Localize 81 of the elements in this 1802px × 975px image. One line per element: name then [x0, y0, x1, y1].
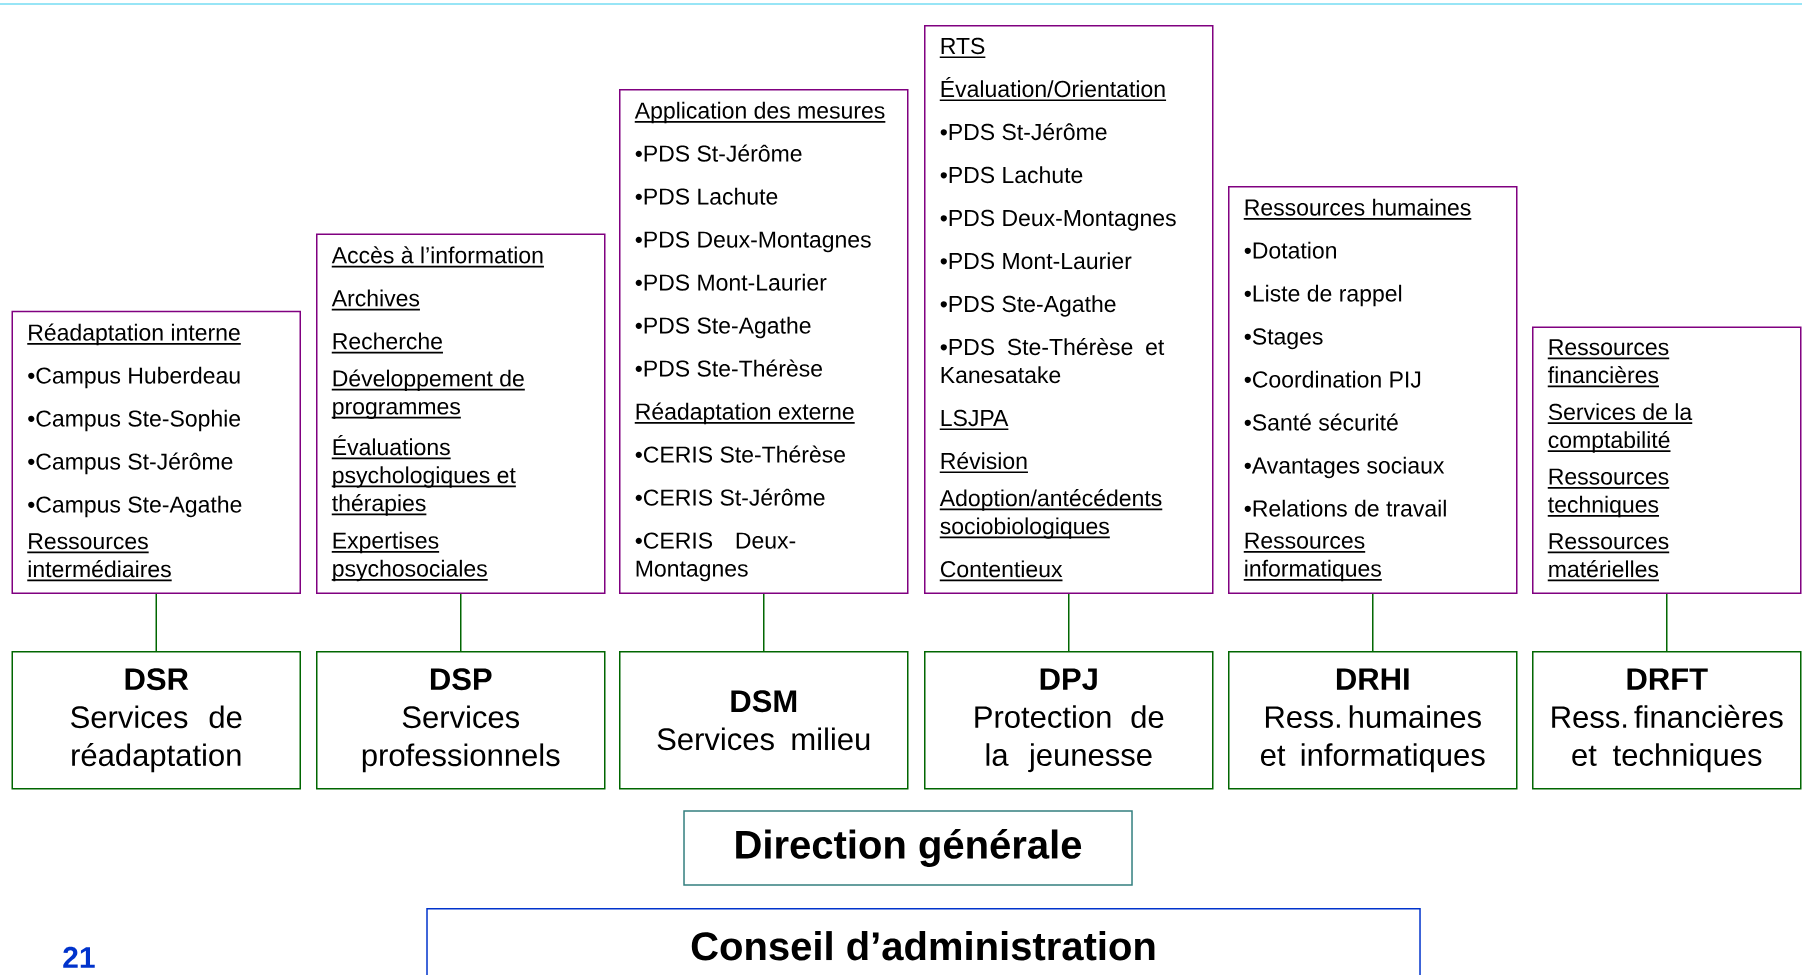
section-heading: Développement de programmes: [330, 369, 526, 420]
list-item: •Santé sécurité: [1244, 413, 1398, 431]
connector-line: [155, 593, 157, 652]
directorate-name: Services professionnels: [362, 705, 560, 773]
directorate-box: [619, 651, 909, 790]
section-heading: Ressources intermédiaires: [26, 533, 173, 582]
list-item: •PDS Deux-Montagnes: [635, 231, 871, 253]
section-heading: LSJPA: [938, 409, 1010, 431]
section-heading: Application des mesures: [633, 101, 887, 124]
directorate-name: Ress. financières et techniques: [1552, 704, 1783, 773]
directorate-box: [1532, 651, 1802, 790]
list-item: •Campus Ste-Agathe: [28, 495, 242, 518]
section-heading: Ressources techniques: [1546, 468, 1671, 518]
section-heading: Expertises psychosociales: [330, 531, 489, 582]
section-heading: Adoption/antécédents sociobiologiques: [938, 489, 1164, 539]
section-heading: Réadaptation externe: [633, 402, 856, 425]
page-number: 21: [63, 946, 95, 968]
directorate-name: Services milieu: [657, 727, 870, 751]
section-heading: Ressources humaines: [1242, 198, 1473, 220]
directorate-code: DSM: [731, 690, 797, 713]
directorate-code: DRHI: [1336, 668, 1409, 690]
section-heading: Ressources informatiques: [1242, 532, 1383, 582]
section-heading: Contentieux: [938, 560, 1064, 582]
list-item: •PDS Ste-Thérèse: [635, 359, 822, 377]
list-item: •Liste de rappel: [1244, 284, 1402, 307]
section-heading: Ressources financières: [1546, 339, 1671, 388]
function-list-box: [316, 233, 606, 594]
section-heading: Réadaptation interne: [26, 323, 242, 346]
directorate-code: DPJ: [1040, 668, 1097, 690]
section-heading: Archives: [330, 289, 421, 311]
list-item: •PDS Mont-Laurier: [635, 273, 827, 291]
list-item: •Avantages sociaux: [1244, 456, 1445, 479]
function-list-box: [1532, 326, 1802, 594]
list-item: •Stages: [1244, 328, 1323, 350]
board-box: Conseil d’administration: [426, 908, 1421, 975]
section-heading: Évaluation/Orientation: [938, 76, 1167, 102]
list-item: •PDS Ste-Agathe: [940, 295, 1116, 317]
connector-line: [460, 593, 462, 652]
section-heading: Accès à l’information: [330, 246, 545, 268]
directorate-code: DRFT: [1627, 668, 1708, 690]
function-list-box: [11, 310, 301, 594]
section-heading: Recherche: [330, 332, 444, 354]
directorate-code: DSR: [125, 668, 189, 691]
section-heading: Évaluations psychologiques et thérapies: [330, 435, 517, 516]
list-item: •PDS Mont-Laurier: [940, 252, 1132, 270]
connector-line: [1068, 593, 1070, 652]
directorate-box: [924, 651, 1214, 790]
directorate-name: Services de réadaptation: [71, 705, 242, 773]
list-item: •PDS St-Jérôme: [635, 144, 802, 162]
function-list-box: [924, 25, 1214, 594]
list-item: •CERIS Ste-Thérèse: [635, 445, 845, 463]
list-item: •PDS Deux-Montagnes: [940, 209, 1176, 231]
directorate-box: [1228, 651, 1518, 790]
list-item: •PDS Lachute: [940, 166, 1083, 184]
function-list-box: [619, 89, 909, 594]
list-item: •Campus Huberdeau: [28, 366, 240, 389]
directorate-box: [316, 651, 606, 790]
directorate-box: [11, 651, 301, 790]
list-item: •CERIS St-Jérôme: [635, 488, 825, 506]
section-heading: Ressources matérielles: [1546, 533, 1671, 582]
directorate-name: Ress. humaines et informatiques: [1261, 705, 1485, 773]
list-item: •PDS Lachute: [635, 187, 778, 205]
connector-line: [763, 593, 765, 652]
list-item: •Campus St-Jérôme: [28, 452, 233, 475]
management-box: Direction générale: [683, 810, 1133, 886]
list-item: •PDS Ste-Agathe: [635, 316, 811, 339]
connector-line: [1372, 593, 1374, 652]
list-item: •Campus Ste-Sophie: [28, 409, 241, 432]
list-item: •Coordination PIJ: [1244, 370, 1421, 388]
function-list-box: [1228, 186, 1518, 594]
list-item: •CERIS Deux-Montagnes: [635, 532, 796, 582]
connector-line: [1666, 593, 1668, 652]
list-item: •Dotation: [1244, 241, 1336, 259]
directorate-code: DSP: [430, 668, 492, 691]
list-item: •PDS St-Jérôme: [940, 123, 1107, 141]
section-heading: Services de la comptabilité: [1546, 403, 1694, 453]
list-item: •PDS Ste-Thérèse et Kanesatake: [940, 338, 1165, 384]
directorate-name: Protection de la jeunesse: [975, 705, 1164, 773]
list-item: •Relations de travail: [1244, 499, 1446, 517]
section-heading: RTS: [938, 37, 987, 59]
section-heading: Révision: [938, 452, 1029, 474]
